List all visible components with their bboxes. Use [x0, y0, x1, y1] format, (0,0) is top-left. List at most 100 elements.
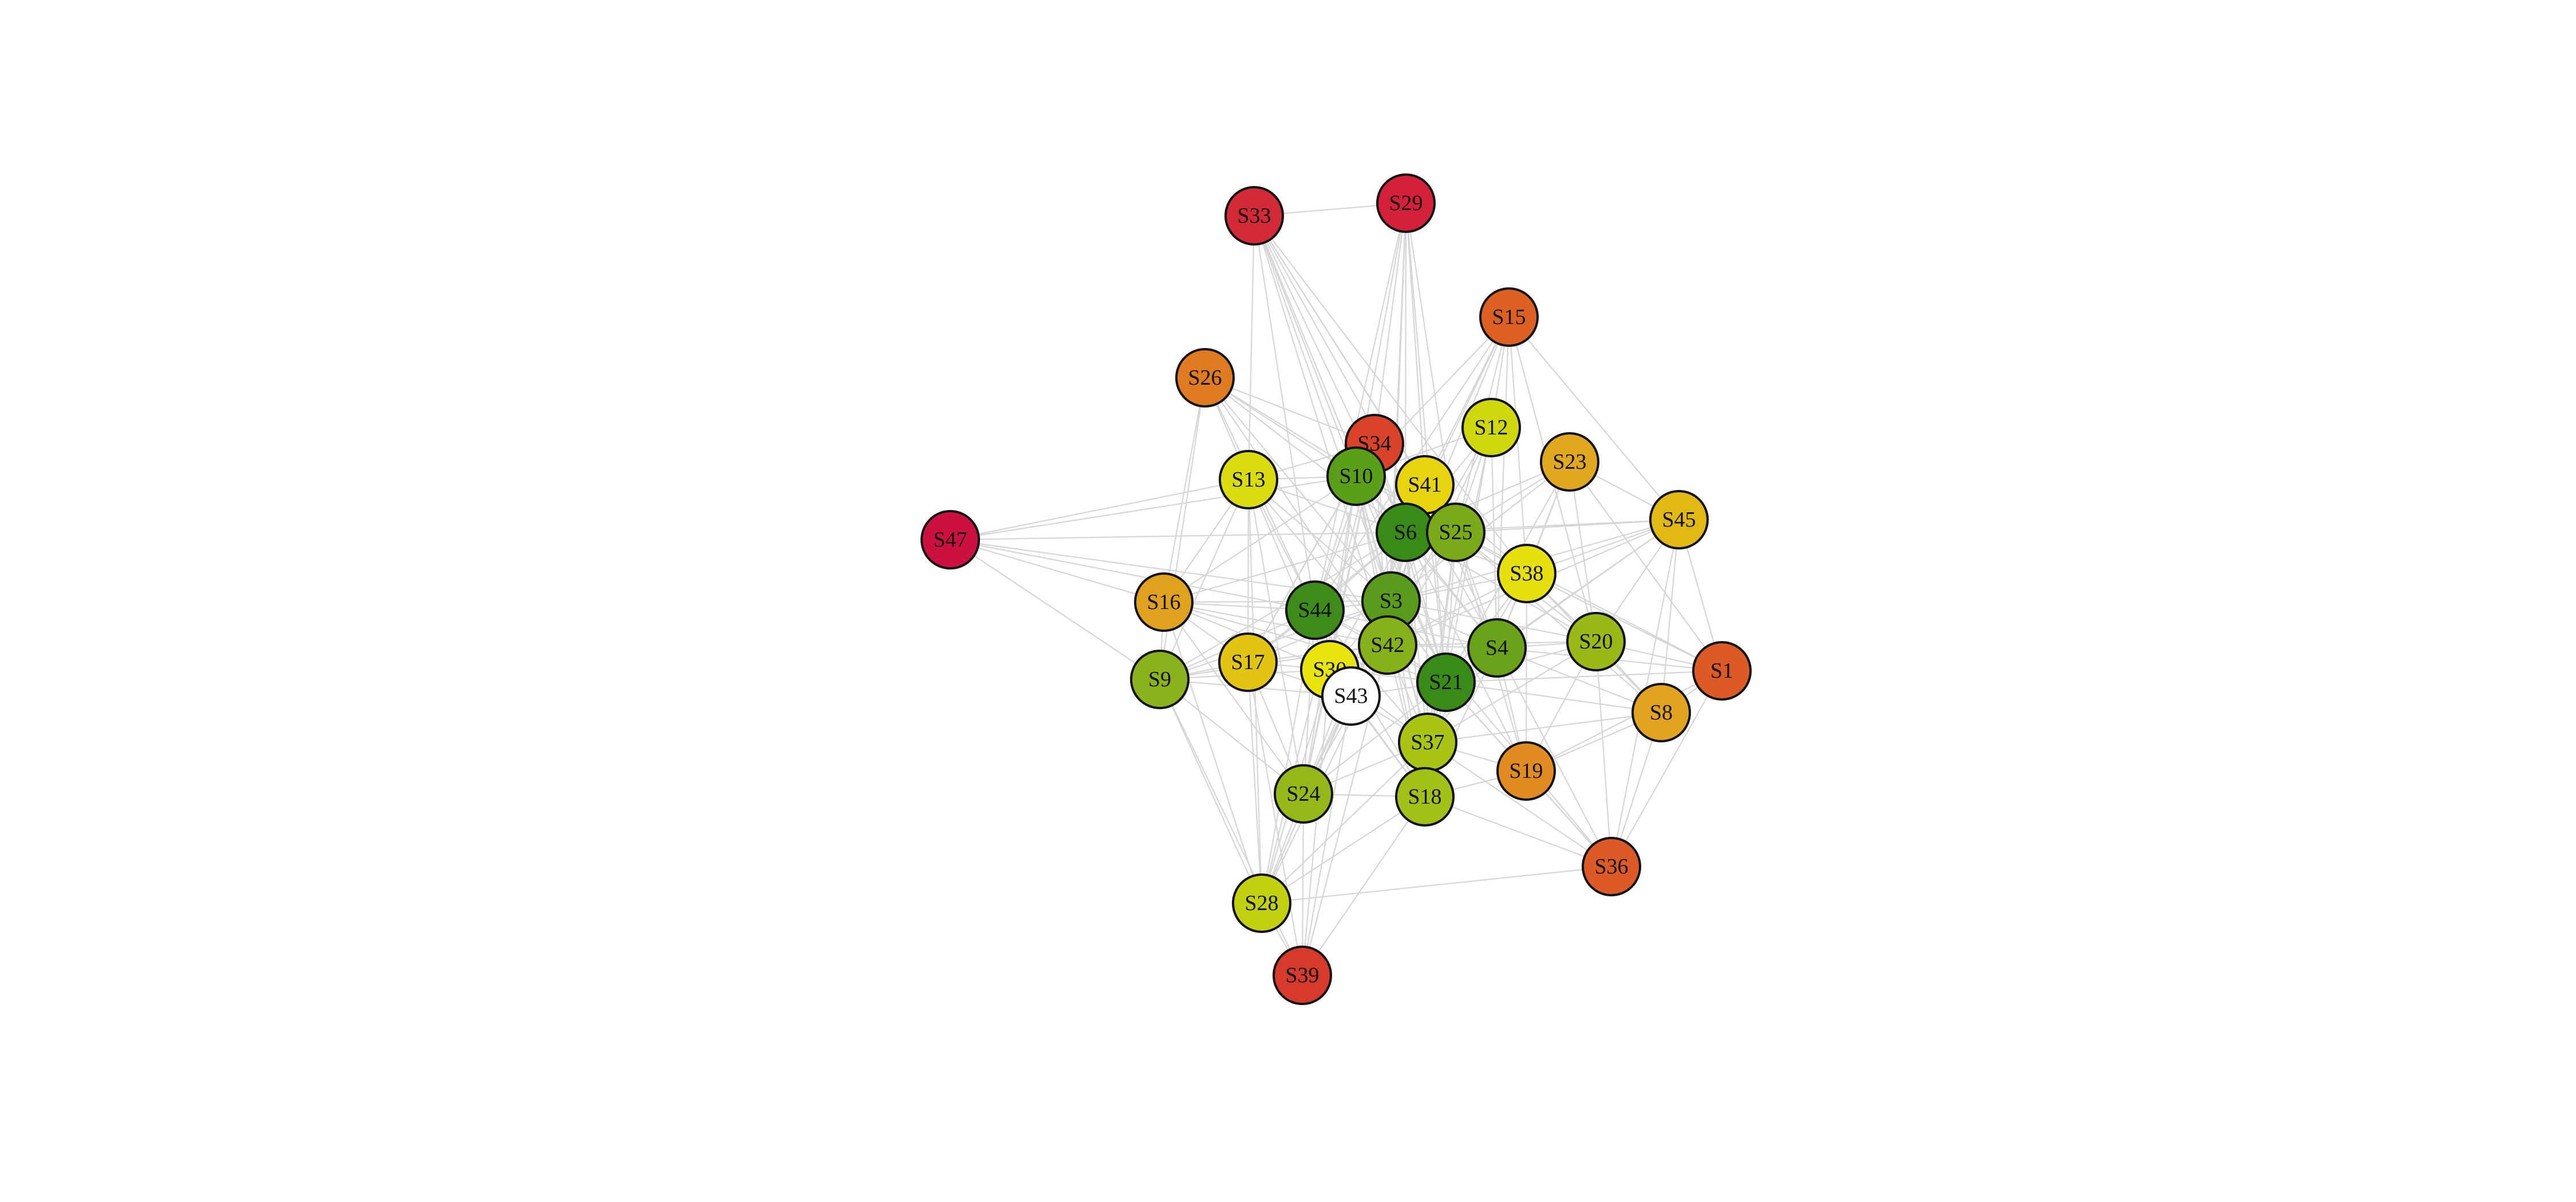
edge-S6-S16: [1163, 531, 1406, 603]
node-circle-S26: [1175, 348, 1235, 408]
edge-S21-S24: [1303, 682, 1447, 794]
node-S36: S36: [1582, 837, 1641, 896]
edge-S33-S38: [1254, 215, 1527, 574]
node-circle-S33: [1224, 186, 1284, 246]
edge-S15-S4: [1496, 317, 1510, 649]
node-circle-S28: [1232, 873, 1291, 933]
edge-S15-S38: [1508, 317, 1528, 574]
edge-S16-S42: [1163, 601, 1388, 646]
edge-S34-S21: [1373, 443, 1447, 683]
edge-S13-S24: [1247, 479, 1305, 794]
node-S29: S29: [1376, 173, 1436, 233]
edge-S23-S1: [1569, 461, 1722, 671]
edge-S16-S24: [1163, 602, 1304, 794]
node-S1: S1: [1692, 641, 1752, 701]
edge-S44-S24: [1302, 610, 1316, 794]
edge-S26-S6: [1204, 377, 1406, 533]
edge-S1-S19: [1526, 670, 1722, 772]
node-circle-S16: [1134, 572, 1194, 632]
node-label-S47: S47: [933, 528, 967, 552]
node-label-S10: S10: [1339, 464, 1373, 488]
node-label-S38: S38: [1510, 562, 1543, 586]
node-S10: S10: [1326, 446, 1386, 506]
node-label-S16: S16: [1147, 590, 1180, 614]
node-S44: S44: [1285, 580, 1345, 640]
node-S17: S17: [1218, 632, 1278, 692]
node-circle-S15: [1479, 287, 1539, 347]
edge-S47-S9: [950, 539, 1160, 680]
node-S38: S38: [1497, 544, 1556, 603]
node-circle-S8: [1631, 683, 1691, 742]
node-circle-S43: [1321, 666, 1381, 726]
node-S24: S24: [1274, 764, 1333, 824]
node-circle-S17: [1218, 632, 1278, 692]
node-label-S3: S3: [1380, 589, 1402, 613]
node-circle-S44: [1285, 580, 1345, 640]
edge-S29-S44: [1314, 203, 1407, 611]
node-label-S4: S4: [1485, 636, 1508, 660]
node-circle-S20: [1566, 612, 1626, 671]
node-circle-S45: [1649, 490, 1709, 549]
edge-S3-S16: [1163, 600, 1392, 603]
edge-S38-S19: [1525, 573, 1528, 772]
node-circle-S1: [1692, 641, 1752, 701]
node-label-S39: S39: [1285, 963, 1319, 987]
edge-S17-S28: [1247, 662, 1263, 904]
edge-S18-S36: [1424, 796, 1612, 868]
node-circle-S10: [1326, 446, 1386, 506]
node-S15: S15: [1479, 287, 1539, 347]
node-label-S43: S43: [1334, 684, 1368, 708]
node-label-S45: S45: [1662, 508, 1696, 532]
edge-S24-S39: [1301, 793, 1305, 976]
node-label-S37: S37: [1411, 730, 1444, 754]
node-label-S1: S1: [1710, 659, 1733, 683]
edge-S8-S37: [1427, 711, 1662, 744]
edge-S33-S42: [1253, 215, 1389, 646]
edge-S10-S16: [1163, 476, 1357, 603]
node-circle-S23: [1540, 432, 1599, 492]
node-label-S33: S33: [1237, 204, 1271, 228]
node-S13: S13: [1219, 450, 1278, 509]
node-label-S21: S21: [1429, 670, 1463, 694]
edge-S6-S19: [1405, 532, 1527, 772]
edge-S1-S36: [1611, 670, 1722, 867]
edge-S13-S3: [1248, 479, 1392, 602]
node-S8: S8: [1631, 683, 1691, 742]
node-label-S15: S15: [1492, 305, 1526, 329]
edge-S38-S1: [1526, 573, 1722, 671]
edge-S26-S42: [1204, 377, 1388, 646]
edge-S37-S28: [1261, 742, 1428, 904]
node-S33: S33: [1224, 186, 1284, 246]
node-circle-S13: [1219, 450, 1278, 509]
node-S12: S12: [1461, 398, 1521, 457]
edge-S21-S8: [1445, 681, 1662, 714]
edge-S13-S17: [1247, 479, 1250, 663]
edge-S25-S8: [1455, 532, 1662, 713]
edge-S20-S36: [1595, 641, 1613, 867]
edge-S13-S28: [1247, 479, 1263, 904]
node-S16: S16: [1134, 572, 1194, 632]
node-circle-S19: [1496, 741, 1556, 801]
edge-S10-S30: [1329, 476, 1357, 670]
edge-S37-S36: [1427, 742, 1612, 867]
node-S3: S3: [1361, 571, 1421, 631]
node-label-S24: S24: [1286, 782, 1320, 806]
edge-S6-S37: [1404, 532, 1429, 743]
edge-S47-S10: [950, 475, 1357, 541]
edge-S33-S13: [1247, 215, 1255, 480]
edge-S36-S28: [1261, 865, 1612, 904]
node-S28: S28: [1232, 873, 1291, 933]
edge-S9-S24: [1159, 679, 1304, 794]
node-S20: S20: [1566, 612, 1626, 671]
node-S6: S6: [1376, 503, 1435, 562]
node-circle-S12: [1461, 398, 1521, 457]
node-S47: S47: [920, 510, 980, 570]
edge-S33-S10: [1253, 215, 1357, 477]
node-S26: S26: [1175, 348, 1235, 408]
node-circle-S39: [1273, 946, 1332, 1005]
node-label-S9: S9: [1148, 667, 1171, 691]
node-circle-S18: [1395, 767, 1455, 827]
node-label-S29: S29: [1389, 191, 1423, 215]
